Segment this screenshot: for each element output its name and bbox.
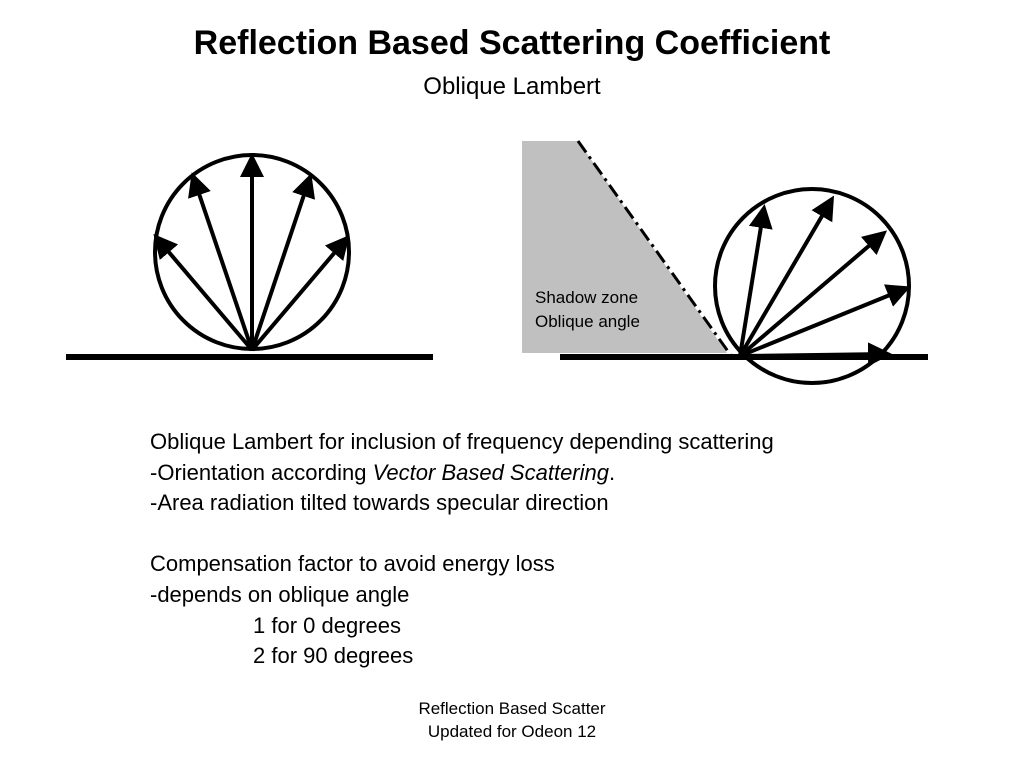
- shadow-wall: [522, 141, 580, 353]
- description-line-4: Compensation factor to avoid energy loss: [150, 551, 555, 577]
- slide-footer: Reflection Based Scatter Updated for Ode…: [0, 697, 1024, 743]
- description-line-3: -Area radiation tilted towards specular …: [150, 490, 609, 516]
- right-arrow-4: [739, 284, 911, 358]
- right-arrow-1: [738, 204, 773, 357]
- slide-title: Reflection Based Scattering Coefficient: [193, 24, 831, 62]
- orientation-prefix: -Orientation according: [150, 459, 373, 485]
- description-line-5: -depends on oblique angle: [150, 581, 410, 607]
- oblique-angle-label: Oblique angle: [535, 312, 640, 331]
- right-arrow-3: [738, 230, 888, 358]
- orientation-suffix: .: [609, 459, 616, 485]
- left-arrow-5: [250, 234, 350, 352]
- description-line-2: -Orientation according Vector Based Scat…: [150, 458, 774, 489]
- description-text: Oblique Lambert for inclusion of frequen…: [150, 427, 774, 672]
- shadow-boundary-line: [576, 140, 734, 358]
- oblique-lambert-diagram: Shadow zone Oblique angle: [522, 140, 928, 385]
- description-line-7: 2 for 90 degrees: [253, 643, 414, 669]
- footer-line-1: Reflection Based Scatter: [418, 699, 606, 718]
- footer-line-2: Updated for Odeon 12: [427, 722, 597, 741]
- left-arrow-1: [153, 233, 254, 352]
- slide-subtitle: Oblique Lambert: [423, 73, 601, 100]
- description-blank-line: [150, 519, 774, 550]
- left-arrow-4: [250, 173, 316, 351]
- description-line-1: Oblique Lambert for inclusion of frequen…: [150, 429, 774, 454]
- lambert-diagram: [66, 153, 433, 360]
- shadow-zone-label: Shadow zone: [535, 288, 638, 307]
- right-arrow-5: [739, 342, 892, 367]
- description-line-6: 1 for 0 degrees: [253, 612, 401, 638]
- left-arrow-2: [188, 172, 254, 351]
- right-arrow-2: [738, 195, 835, 358]
- vector-based-scattering-term: Vector Based Scattering: [372, 459, 609, 485]
